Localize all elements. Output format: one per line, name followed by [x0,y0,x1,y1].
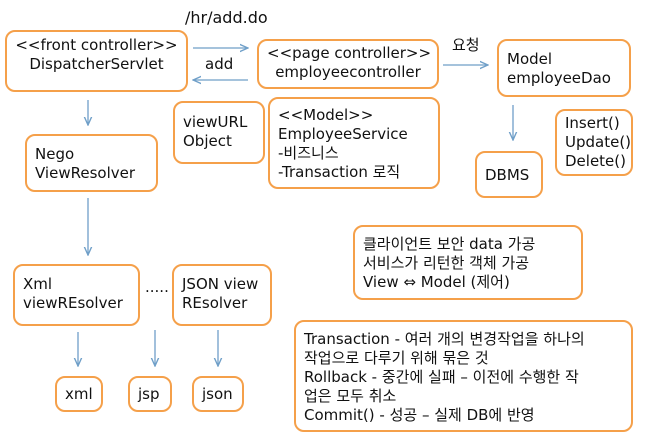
leaf-json-label: json [202,385,233,403]
front-controller-stereotype: <<front controller>> [15,36,178,54]
crud-delete: Delete() [565,152,626,170]
xml-resolver-box: Xml viewREsolver [13,264,140,326]
dbms-box: DBMS [475,151,543,198]
model-dao-name: employeeDao [507,69,611,87]
security-note-box: 클라이언트 보안 data 가공 서비스가 리턴한 객체 가공 View ⇔ M… [353,225,583,300]
security-note-line2: 서비스가 리턴한 객체 가공 [363,254,530,272]
page-controller-stereotype: <<page controller>> [267,44,432,62]
crud-insert: Insert() [565,114,620,132]
crud-update: Update() [565,133,632,151]
leaf-jsp-label: jsp [138,385,160,403]
json-resolver-line2: REsolver [182,294,248,312]
service-name: EmployeeService [278,125,408,143]
xml-resolver-line1: Xml [23,275,53,293]
url-label: /hr/add.do [185,8,268,27]
ellipsis: ..... [145,278,169,296]
leaf-xml-label: xml [65,385,93,403]
leaf-jsp-box: jsp [128,376,172,412]
request-label: 요청 [452,36,480,54]
transaction-note-line5: Commit() - 성공 – 실제 DB에 반영 [304,406,535,424]
nego-line2: ViewResolver [35,164,136,182]
page-controller-box: <<page controller>> employeecontroller [257,39,439,89]
service-business: -비즈니스 [278,144,339,162]
leaf-xml-box: xml [55,376,103,412]
view-url-box: viewURL Object [173,101,265,164]
view-url-line1: viewURL [183,113,248,131]
model-dao-box: Model employeeDao [497,39,631,97]
json-resolver-line1: JSON view [182,275,259,293]
json-resolver-box: JSON view REsolver [172,264,272,326]
front-controller-name: DispatcherServlet [29,55,164,73]
model-dao-title: Model [507,50,553,68]
nego-resolver-box: Nego ViewResolver [25,134,158,192]
page-controller-name: employeecontroller [275,63,421,81]
dbms-label: DBMS [485,166,530,184]
front-controller-box: <<front controller>> DispatcherServlet [5,30,188,92]
transaction-note-line3: Rollback - 중간에 실패 – 이전에 수행한 작 [304,368,579,386]
transaction-note-box: Transaction - 여러 개의 변경작업을 하나의 작업으로 다루기 위… [294,320,633,432]
transaction-note-line1: Transaction - 여러 개의 변경작업을 하나의 [304,330,585,348]
nego-line1: Nego [35,145,75,163]
security-note-line1: 클라이언트 보안 data 가공 [363,235,536,253]
transaction-note-line2: 작업으로 다루기 위해 묶은 것 [304,349,489,367]
service-stereotype: <<Model>> [278,106,374,124]
service-box: <<Model>> EmployeeService -비즈니스 -Transac… [268,97,440,189]
xml-resolver-line2: viewREsolver [23,294,123,312]
transaction-note-line4: 업은 모두 취소 [304,387,397,405]
security-note-line3: View ⇔ Model (제어) [363,273,510,291]
crud-box: Insert() Update() Delete() [555,109,633,176]
add-label: add [205,55,234,73]
view-url-line2: Object [183,132,232,150]
service-transaction: -Transaction 로직 [278,163,401,181]
leaf-json-box: json [192,376,244,412]
